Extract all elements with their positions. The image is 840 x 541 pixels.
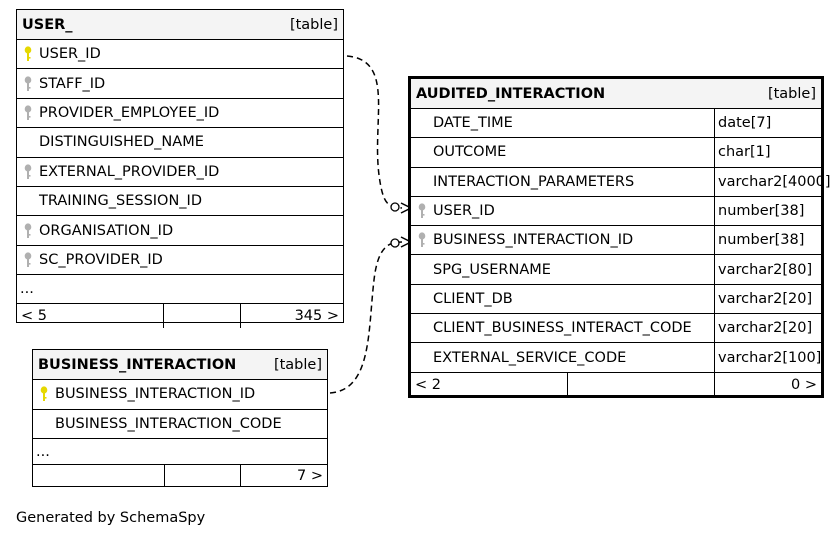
column-row[interactable]: USER_ID number[38] [411, 196, 821, 227]
column-type: varchar2[4000] [714, 167, 831, 196]
table-business-interaction-name: BUSINESS_INTERACTION [38, 356, 237, 373]
column-row[interactable]: PROVIDER_EMPLOYEE_ID [17, 99, 343, 129]
column-name: SPG_USERNAME [433, 261, 551, 278]
relationship-user-optional-marker [390, 202, 400, 212]
column-name: EXTERNAL_SERVICE_CODE [433, 349, 627, 366]
column-name: SC_PROVIDER_ID [39, 251, 163, 268]
primary-key-icon [33, 386, 55, 402]
table-user-footer-middle [164, 304, 240, 328]
table-business-interaction-children[interactable]: 7 > [240, 465, 327, 487]
column-row[interactable]: OUTCOME char[1] [411, 138, 821, 168]
column-name: BUSINESS_INTERACTION_ID [433, 232, 634, 249]
column-name: TRAINING_SESSION_ID [39, 193, 202, 210]
foreign-key-icon [17, 164, 39, 180]
column-row[interactable]: ORGANISATION_ID [17, 216, 343, 246]
column-type: number[38] [714, 226, 821, 255]
column-name: CLIENT_DB [433, 290, 513, 307]
column-row[interactable]: EXTERNAL_SERVICE_CODE varchar2[100] [411, 343, 821, 373]
column-name: PROVIDER_EMPLOYEE_ID [39, 104, 220, 121]
column-row[interactable]: SPG_USERNAME varchar2[80] [411, 255, 821, 285]
column-row[interactable]: BUSINESS_INTERACTION_CODE [33, 410, 327, 439]
table-business-interaction-more: ... [33, 439, 327, 465]
table-user[interactable]: USER_ [table] USER_ID STAFF_ID PROVIDER_EM… [16, 9, 344, 329]
column-name: OUTCOME [433, 144, 507, 161]
column-row[interactable]: SC_PROVIDER_ID [17, 246, 343, 276]
relationship-business-to-audited [329, 241, 403, 394]
column-name: INTERACTION_PARAMETERS [433, 173, 635, 190]
relationship-user-to-audited [346, 55, 403, 209]
column-name: DISTINGUISHED_NAME [39, 134, 204, 151]
table-user-footer: < 5 345 > [17, 304, 343, 329]
column-name: USER_ID [433, 203, 495, 220]
table-business-interaction-footer-middle [165, 465, 240, 487]
column-row[interactable]: BUSINESS_INTERACTION_ID number[38] [411, 226, 821, 256]
table-audited-interaction[interactable]: AUDITED_INTERACTION [table] DATE_TIME dat… [408, 76, 831, 398]
column-name: DATE_TIME [433, 115, 513, 132]
table-audited-interaction-kind: [table] [767, 85, 816, 102]
table-audited-interaction-footer-middle [568, 373, 714, 397]
table-business-interaction-parents[interactable] [33, 465, 165, 487]
column-type: varchar2[20] [714, 284, 821, 314]
column-row[interactable]: STAFF_ID [17, 69, 343, 99]
table-business-interaction-footer: 7 > [33, 465, 327, 487]
table-business-interaction-columns: BUSINESS_INTERACTION_ID BUSINESS_INTERACT… [33, 380, 327, 439]
table-business-interaction-more-text: ... [36, 443, 50, 460]
primary-key-icon [17, 46, 39, 62]
table-user-columns: USER_ID STAFF_ID PROVIDER_EMPLOYEE_ID DISTI… [17, 40, 343, 276]
table-user-kind: [table] [289, 16, 338, 33]
table-business-interaction-header[interactable]: BUSINESS_INTERACTION [table] [33, 350, 327, 380]
foreign-key-icon [17, 222, 39, 239]
column-row[interactable]: INTERACTION_PARAMETERS varchar2[4000] [411, 167, 831, 197]
column-row[interactable]: DATE_TIME date[7] [411, 109, 821, 139]
column-row[interactable]: DISTINGUISHED_NAME [17, 128, 343, 158]
foreign-key-icon [17, 105, 39, 121]
generator-credit: Generated by SchemaSpy [16, 510, 206, 526]
column-name: EXTERNAL_PROVIDER_ID [39, 163, 220, 180]
column-name: CLIENT_BUSINESS_INTERACT_CODE [433, 320, 692, 337]
foreign-key-icon [411, 232, 433, 248]
table-audited-interaction-header[interactable]: AUDITED_INTERACTION [table] [411, 79, 821, 109]
table-user-children[interactable]: 345 > [240, 304, 343, 329]
column-name: BUSINESS_INTERACTION_ID [55, 386, 256, 403]
table-business-interaction[interactable]: BUSINESS_INTERACTION [table] BUSINESS_IN… [32, 349, 328, 487]
column-type: char[1] [714, 138, 821, 167]
table-user-name: USER_ [22, 16, 73, 33]
column-type: date[7] [714, 109, 821, 138]
column-type: number[38] [714, 196, 821, 226]
column-row[interactable]: BUSINESS_INTERACTION_ID [33, 380, 327, 410]
table-user-parents[interactable]: < 5 [17, 304, 164, 329]
column-row[interactable]: TRAINING_SESSION_ID [17, 187, 343, 217]
table-user-header[interactable]: USER_ [table] [17, 10, 343, 40]
column-type: varchar2[100] [714, 343, 821, 372]
column-type: varchar2[20] [714, 314, 821, 343]
column-row[interactable]: CLIENT_DB varchar2[20] [411, 284, 821, 315]
foreign-key-icon [17, 75, 39, 92]
column-name: USER_ID [39, 46, 101, 63]
relationship-business-optional-marker [390, 238, 400, 248]
table-business-interaction-kind: [table] [273, 356, 322, 373]
foreign-key-icon [17, 252, 39, 268]
column-name: STAFF_ID [39, 75, 106, 92]
column-name: ORGANISATION_ID [39, 222, 174, 239]
column-type: varchar2[80] [714, 255, 821, 284]
column-name: BUSINESS_INTERACTION_CODE [55, 415, 282, 432]
table-audited-interaction-parents[interactable]: < 2 [411, 372, 568, 397]
table-audited-interaction-children[interactable]: 0 > [714, 372, 821, 397]
column-row[interactable]: EXTERNAL_PROVIDER_ID [17, 158, 343, 187]
table-user-more: ... [17, 275, 343, 305]
column-row[interactable]: USER_ID [17, 40, 343, 70]
table-user-more-text: ... [20, 281, 34, 298]
foreign-key-icon [411, 203, 433, 219]
table-audited-interaction-footer: < 2 0 > [411, 372, 821, 397]
column-row[interactable]: CLIENT_BUSINESS_INTERACT_CODE varchar2[20… [411, 314, 821, 344]
table-audited-interaction-name: AUDITED_INTERACTION [416, 85, 606, 102]
